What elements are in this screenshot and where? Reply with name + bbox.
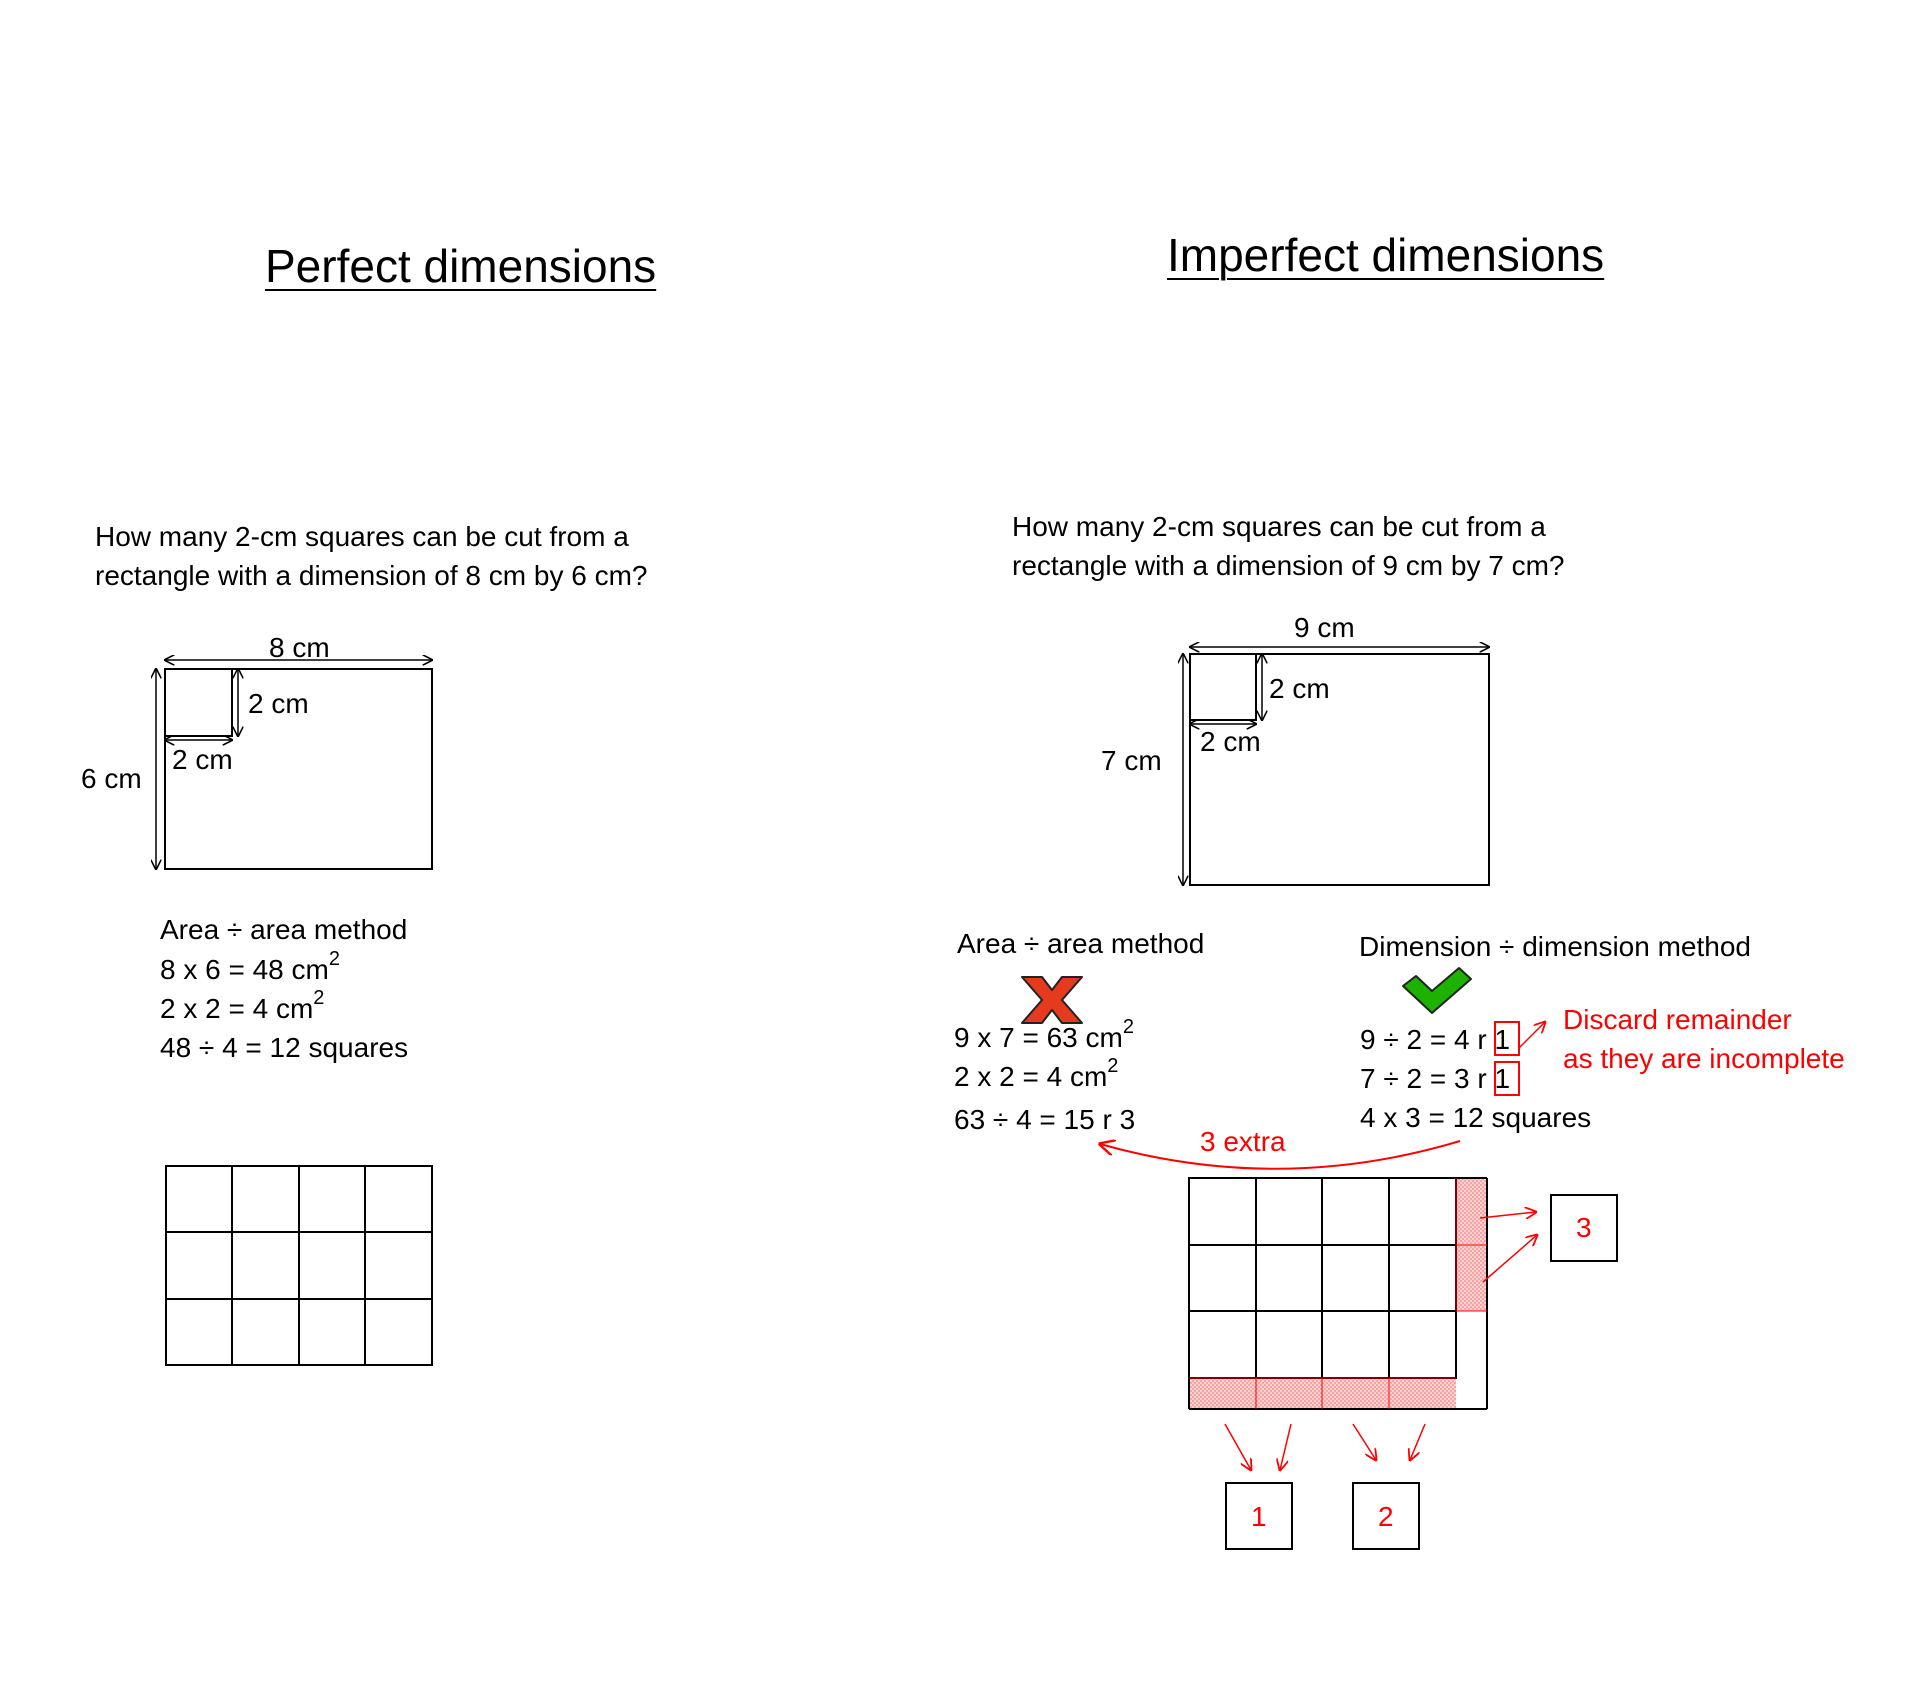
perfect-height-label: 6 cm bbox=[81, 763, 142, 794]
perfect-question-line2: rectangle with a dimension of 8 cm by 6 … bbox=[95, 560, 648, 591]
imperfect-width-label: 9 cm bbox=[1294, 612, 1355, 643]
perfect-calc-2: 2 x 2 = 4 cm2 bbox=[160, 988, 324, 1024]
leftover-strips bbox=[1189, 1178, 1487, 1409]
perfect-title: Perfect dimensions bbox=[265, 240, 657, 292]
dimension-method-title: Dimension ÷ dimension method bbox=[1359, 931, 1751, 962]
area-method-calc-3: 63 ÷ 4 = 15 r 3 bbox=[954, 1104, 1136, 1135]
dimension-method-calc-1-remainder: 1 bbox=[1494, 1024, 1511, 1055]
dimension-method-calc-2-remainder: 1 bbox=[1494, 1063, 1511, 1094]
leftover-box-2 bbox=[1352, 1482, 1420, 1550]
perfect-rectangle bbox=[164, 668, 433, 870]
perfect-sample-square bbox=[164, 668, 233, 737]
imperfect-rectangle bbox=[1189, 653, 1490, 886]
perfect-square-height-label: 2 cm bbox=[248, 688, 309, 719]
leftover-strip-dividers bbox=[1189, 1178, 1487, 1409]
check-icon bbox=[1402, 967, 1472, 1014]
imperfect-question-line1: How many 2-cm squares can be cut from a bbox=[1012, 511, 1546, 542]
perfect-calc-1: 8 x 6 = 48 cm2 bbox=[160, 949, 340, 985]
perfect-calc-1-sup: 2 bbox=[328, 947, 340, 970]
dimension-method-calc-1-text: 9 ÷ 2 = 4 r bbox=[1360, 1024, 1487, 1055]
perfect-squares-grid bbox=[165, 1165, 433, 1366]
imperfect-sample-square bbox=[1189, 653, 1257, 721]
remainder-box-2 bbox=[1494, 1061, 1520, 1096]
imperfect-title: Imperfect dimensions bbox=[1167, 229, 1605, 281]
imperfect-square-height-label: 2 cm bbox=[1269, 673, 1330, 704]
dimension-method-calc-3: 4 x 3 = 12 squares bbox=[1360, 1102, 1592, 1133]
imperfect-question-line2: rectangle with a dimension of 9 cm by 7 … bbox=[1012, 550, 1565, 581]
perfect-calc-2-text: 2 x 2 = 4 cm bbox=[160, 993, 314, 1024]
perfect-square-width-label: 2 cm bbox=[172, 744, 233, 775]
area-method-calc-1: 9 x 7 = 63 cm2 bbox=[954, 1017, 1134, 1053]
dimension-method-calc-2: 7 ÷ 2 = 3 r 1 bbox=[1360, 1065, 1510, 1093]
leftover-box-3 bbox=[1550, 1194, 1618, 1262]
leftover-box-2-label: 2 bbox=[1378, 1501, 1394, 1532]
leftover-arrows bbox=[1224, 1212, 1537, 1470]
area-method-title: Area ÷ area method bbox=[957, 928, 1205, 959]
extra-label: 3 extra bbox=[1200, 1126, 1286, 1157]
extra-arrow bbox=[1100, 1141, 1461, 1170]
area-method-calc-1-text: 9 x 7 = 63 cm bbox=[954, 1022, 1123, 1053]
remainder-box-1 bbox=[1494, 1021, 1520, 1056]
discard-note-line2: as they are incomplete bbox=[1563, 1043, 1845, 1074]
cross-icon bbox=[1021, 976, 1083, 1024]
dimension-method-calc-1: 9 ÷ 2 = 4 r 1 bbox=[1360, 1026, 1510, 1054]
area-method-calc-2-sup: 2 bbox=[1107, 1054, 1119, 1077]
area-method-calc-2-text: 2 x 2 = 4 cm bbox=[954, 1061, 1108, 1092]
perfect-calc-2-sup: 2 bbox=[313, 986, 325, 1009]
dimension-method-calc-2-text: 7 ÷ 2 = 3 r bbox=[1360, 1063, 1487, 1094]
area-method-calc-2: 2 x 2 = 4 cm2 bbox=[954, 1056, 1118, 1092]
leftover-box-1-label: 1 bbox=[1251, 1501, 1267, 1532]
imperfect-square-width-label: 2 cm bbox=[1200, 726, 1261, 757]
leftover-box-1 bbox=[1225, 1482, 1293, 1550]
perfect-question-line1: How many 2-cm squares can be cut from a bbox=[95, 521, 629, 552]
perfect-width-label: 8 cm bbox=[269, 632, 330, 663]
discard-note-line1: Discard remainder bbox=[1563, 1004, 1792, 1035]
imperfect-squares-grid bbox=[1188, 1177, 1488, 1410]
perfect-calc-3: 48 ÷ 4 = 12 squares bbox=[160, 1032, 409, 1063]
remainder-arrow bbox=[1518, 1022, 1545, 1049]
area-method-calc-1-sup: 2 bbox=[1122, 1015, 1134, 1038]
perfect-method-title: Area ÷ area method bbox=[160, 914, 408, 945]
perfect-calc-1-text: 8 x 6 = 48 cm bbox=[160, 954, 329, 985]
leftover-box-3-label: 3 bbox=[1576, 1212, 1592, 1243]
imperfect-height-label: 7 cm bbox=[1101, 745, 1162, 776]
